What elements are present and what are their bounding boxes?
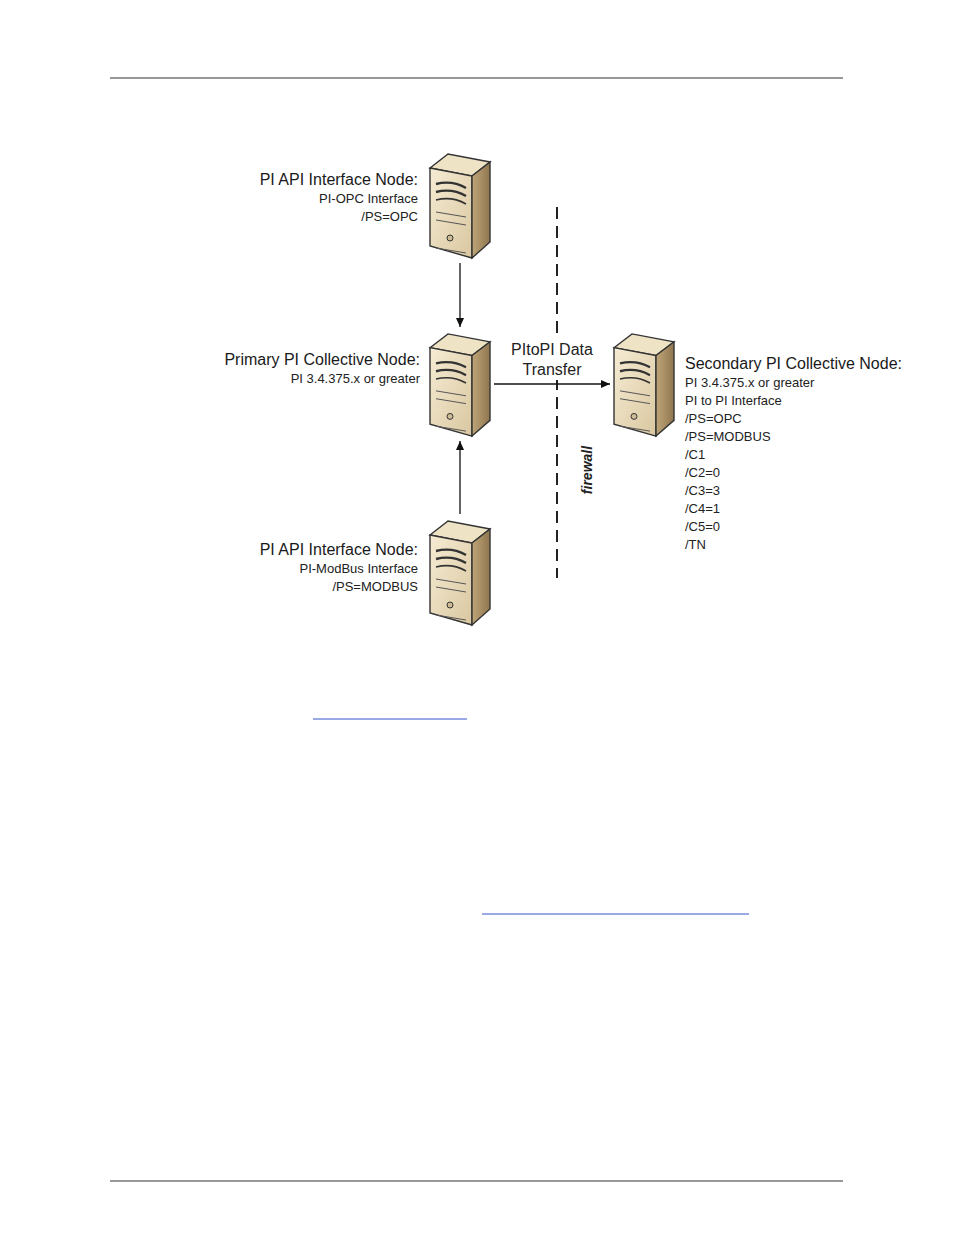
node-detail: PI-ModBus Interface [260,560,418,578]
footer-rule [110,1180,843,1181]
server-node: PI API Interface Node:PI-ModBus Interfac… [428,517,492,627]
server-node: Primary PI Collective Node:PI 3.4.375.x … [428,330,492,438]
node-heading: PI API Interface Node: [260,540,418,560]
node-detail: /PS=MODBUS [260,578,418,596]
edge-label: PItoPI Data Transfer [501,340,603,380]
node-label: PI API Interface Node:PI-OPC Interface/P… [260,170,418,226]
node-detail: /C3=3 [685,482,902,500]
link-underline [313,719,467,720]
node-detail: PI 3.4.375.x or greater [224,370,420,388]
node-detail: PI 3.4.375.x or greater [685,374,902,392]
node-detail: /TN [685,536,902,554]
node-label: Primary PI Collective Node:PI 3.4.375.x … [224,350,420,388]
node-detail: /PS=OPC [685,410,902,428]
node-heading: Primary PI Collective Node: [224,350,420,370]
server-node: PI API Interface Node:PI-OPC Interface/P… [428,150,492,260]
node-label: Secondary PI Collective Node:PI 3.4.375.… [685,354,902,554]
node-detail: PI-OPC Interface [260,190,418,208]
connector-arrow [494,383,610,384]
node-detail: /PS=OPC [260,208,418,226]
node-label: PI API Interface Node:PI-ModBus Interfac… [260,540,418,596]
node-heading: Secondary PI Collective Node: [685,354,902,374]
header-rule [110,77,843,78]
node-detail: /C4=1 [685,500,902,518]
server-icon [428,330,492,438]
firewall-line [556,207,558,578]
server-icon [612,330,676,438]
connector-arrow [459,263,460,327]
server-node: Secondary PI Collective Node:PI 3.4.375.… [612,330,676,438]
node-detail: /C1 [685,446,902,464]
node-detail: /C2=0 [685,464,902,482]
node-detail: /C5=0 [685,518,902,536]
node-detail: PI to PI Interface [685,392,902,410]
firewall-label: firewall [579,444,595,496]
server-icon [428,150,492,260]
link-underline [482,914,749,915]
connector-arrow [459,441,460,514]
node-heading: PI API Interface Node: [260,170,418,190]
server-icon [428,517,492,627]
node-detail: /PS=MODBUS [685,428,902,446]
